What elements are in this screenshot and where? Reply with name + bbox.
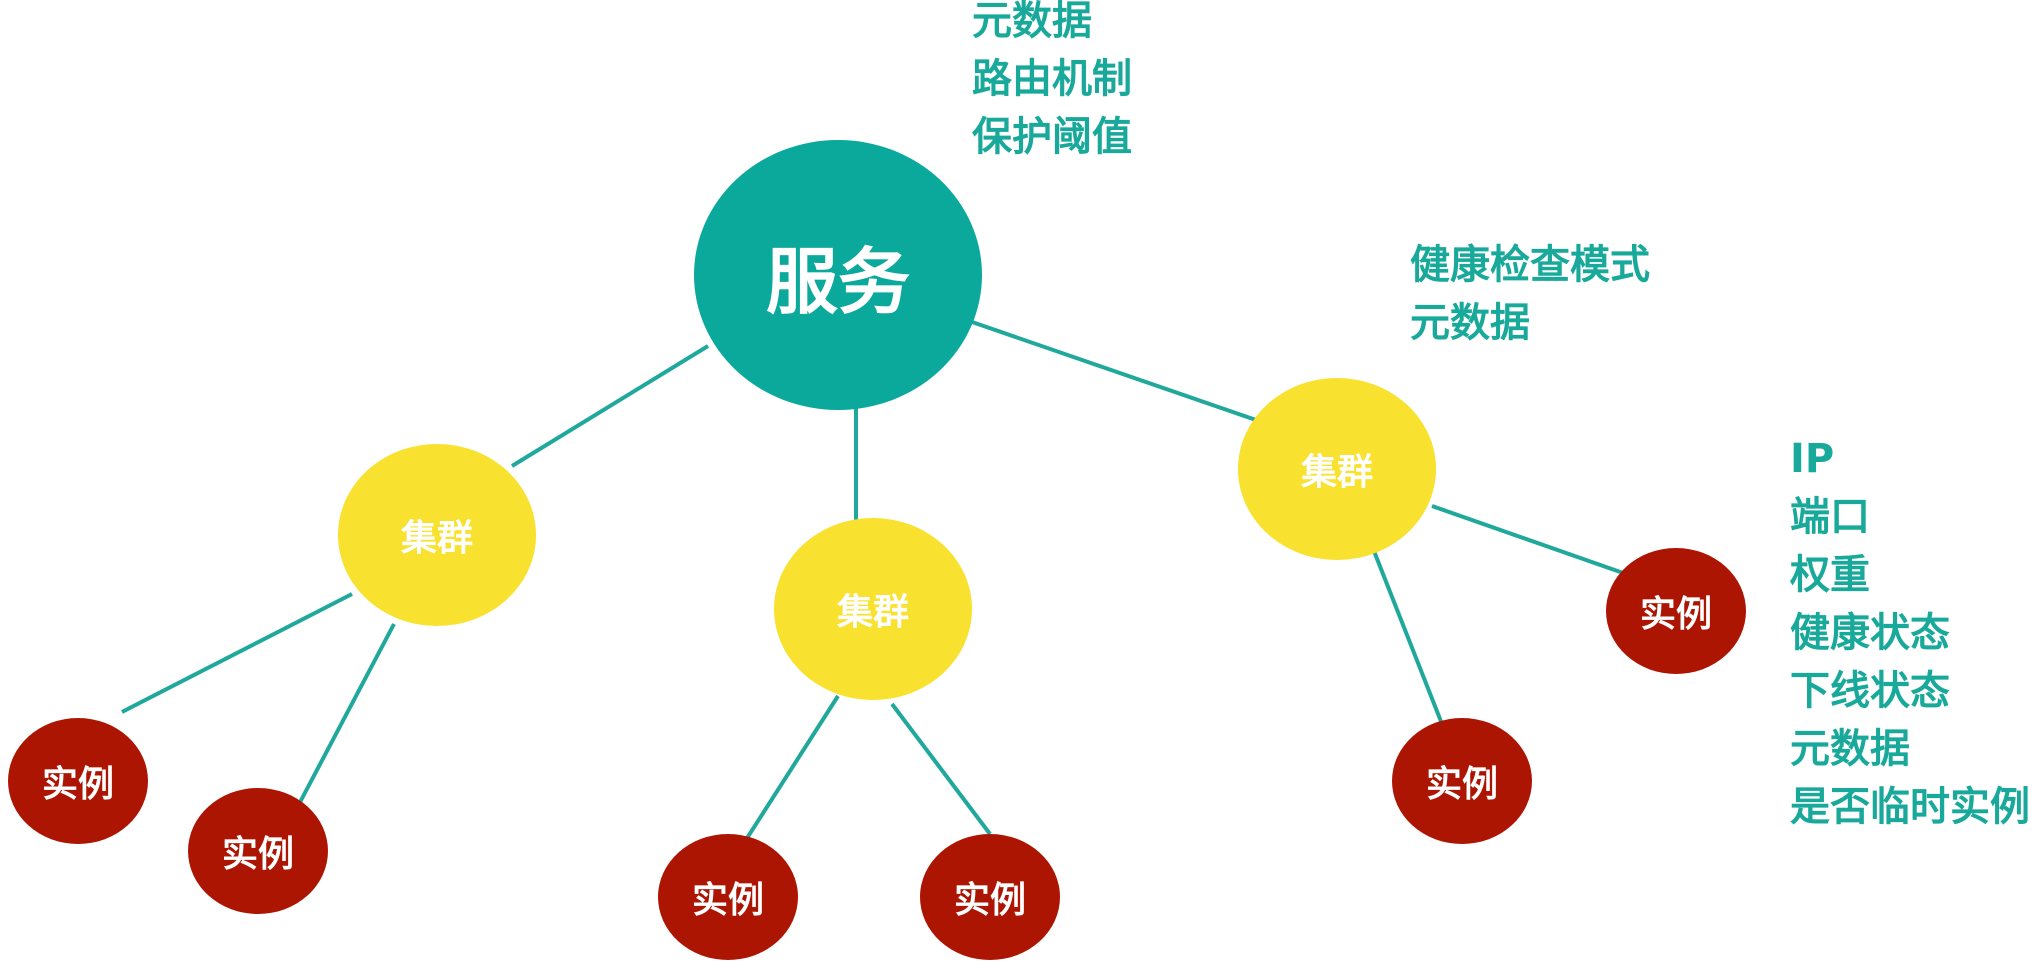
instance-attribute: 端口 xyxy=(1790,494,1870,540)
instance-attributes: IP 端口 权重 健康状态 下线状态 元数据 是否临时实例 xyxy=(1790,430,2030,836)
edge-service-to-cluster-right xyxy=(971,320,1257,422)
service-attribute: 路由机制 xyxy=(972,56,1132,102)
edge-cluster-left-to-instance-1 xyxy=(121,592,353,714)
instance-label: 实例 xyxy=(41,764,114,805)
instance-node: 实例 xyxy=(1606,548,1746,674)
instance-attribute: 下线状态 xyxy=(1790,668,1950,714)
service-attribute: 元数据 xyxy=(972,0,1092,44)
edge-cluster-right-to-instance-1 xyxy=(1370,545,1444,725)
instance-attribute: 健康状态 xyxy=(1790,610,1950,656)
cluster-node-left: 集群 xyxy=(338,444,536,626)
cluster-attribute: 健康检查模式 xyxy=(1410,242,1650,288)
instance-attribute: 权重 xyxy=(1790,552,1870,598)
instance-attribute: 元数据 xyxy=(1790,726,1910,772)
edge-cluster-center-to-instance-1 xyxy=(740,694,840,848)
instance-label: 实例 xyxy=(1425,764,1498,805)
service-node: 服务 xyxy=(694,140,982,410)
instance-label: 实例 xyxy=(953,880,1026,921)
edge-service-to-cluster-left xyxy=(510,344,710,468)
service-label: 服务 xyxy=(765,239,910,324)
service-attributes: 元数据 路由机制 保护阈值 xyxy=(972,0,1132,166)
instance-node: 实例 xyxy=(1392,718,1532,844)
cluster-label: 集群 xyxy=(400,518,473,559)
instance-node: 实例 xyxy=(188,788,328,914)
cluster-node-right: 集群 xyxy=(1238,378,1436,560)
instance-node: 实例 xyxy=(8,718,148,844)
instance-attribute: 是否临时实例 xyxy=(1790,784,2030,830)
service-attribute: 保护阈值 xyxy=(972,114,1132,160)
instance-node: 实例 xyxy=(920,834,1060,960)
edge-cluster-center-to-instance-2 xyxy=(890,702,992,836)
cluster-attribute: 元数据 xyxy=(1410,300,1530,346)
instance-label: 实例 xyxy=(221,834,294,875)
instance-label: 实例 xyxy=(691,880,764,921)
cluster-node-center: 集群 xyxy=(774,518,972,700)
edge-cluster-left-to-instance-2 xyxy=(296,623,396,807)
cluster-label: 集群 xyxy=(1300,452,1373,493)
instance-attribute: IP xyxy=(1790,436,1835,482)
cluster-attributes: 健康检查模式 元数据 xyxy=(1410,236,1650,352)
instance-label: 实例 xyxy=(1639,594,1712,635)
instance-node: 实例 xyxy=(658,834,798,960)
cluster-label: 集群 xyxy=(836,592,909,633)
edge-cluster-right-to-instance-2 xyxy=(1431,504,1627,576)
